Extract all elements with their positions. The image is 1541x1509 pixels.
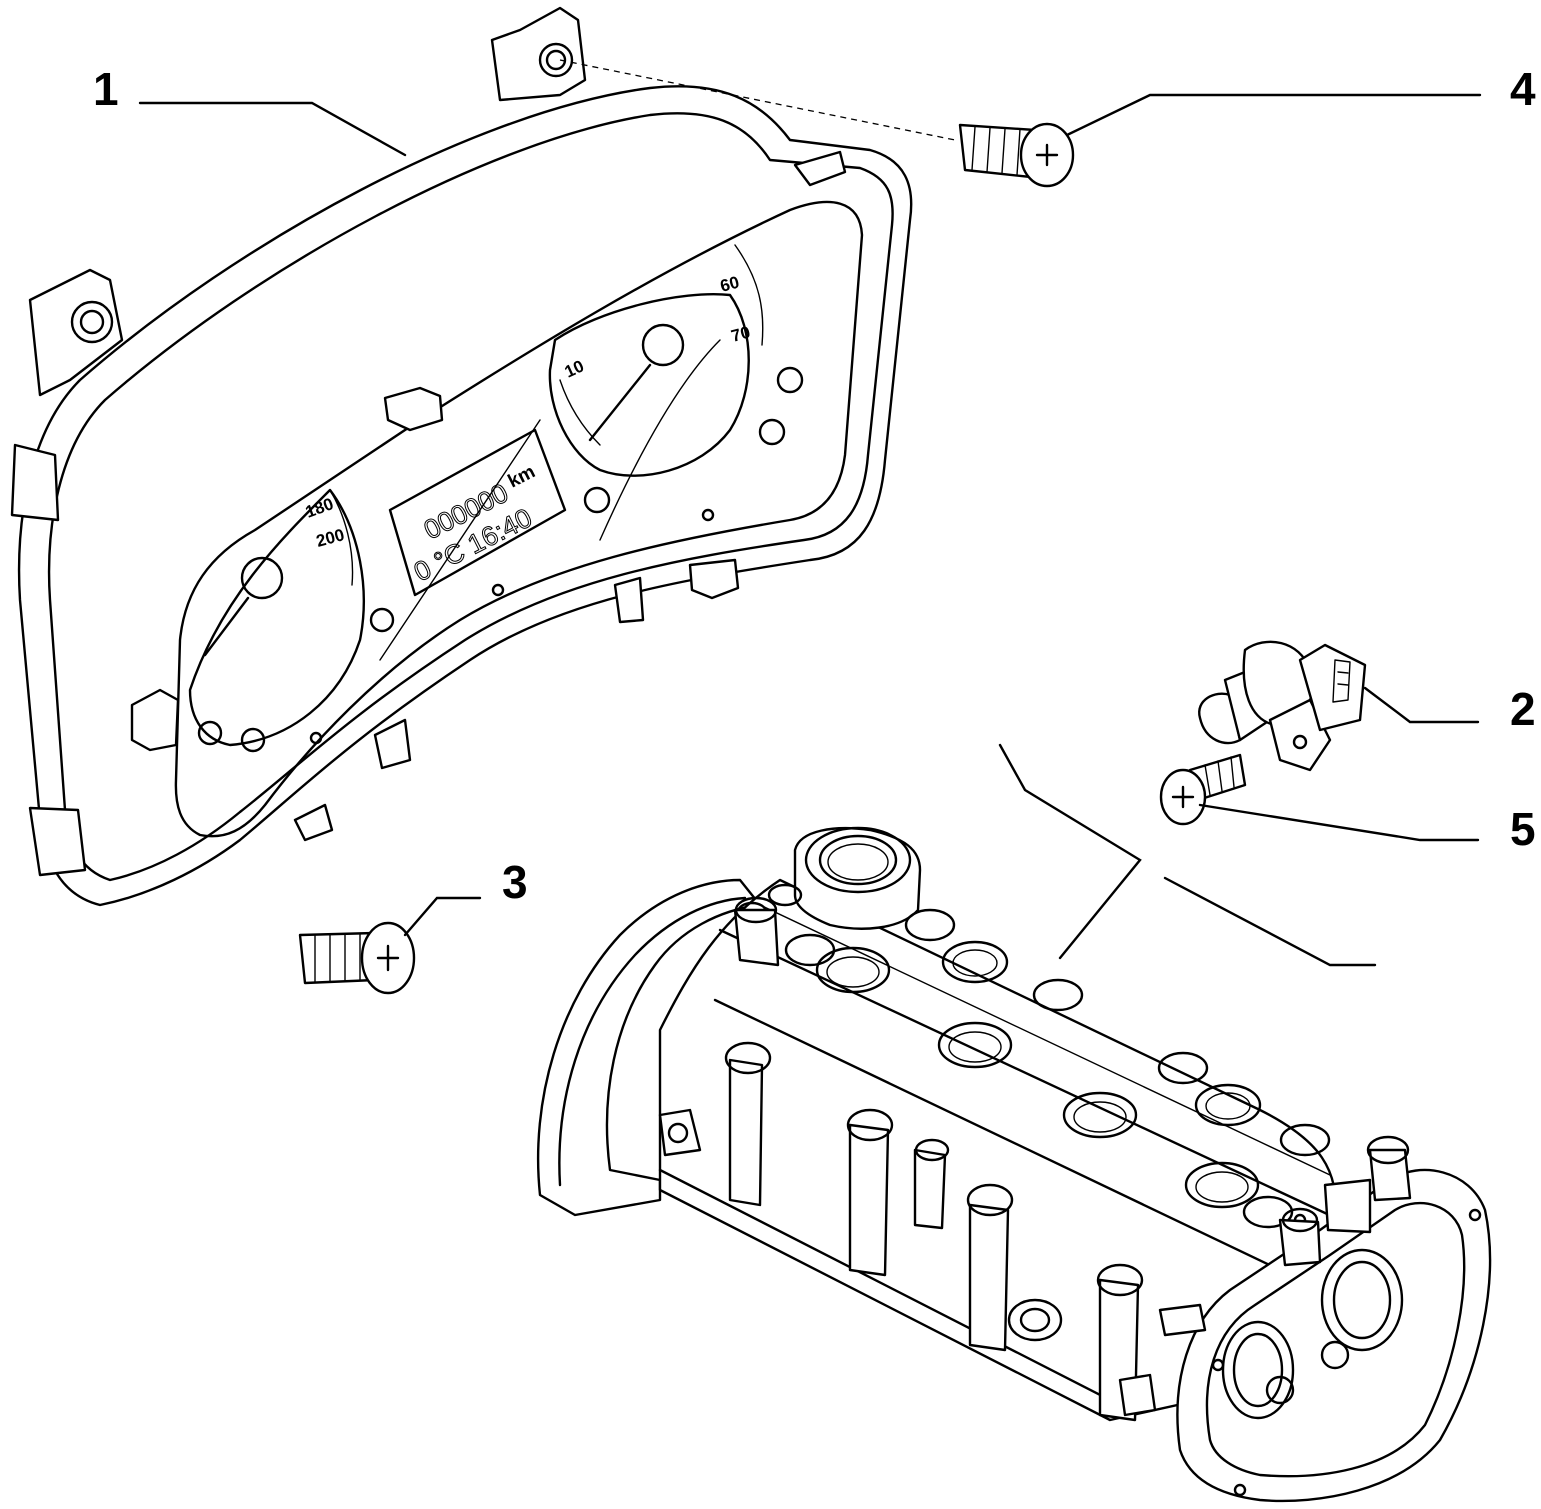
callout-1: 1 [93,63,119,115]
leader-3 [403,896,482,937]
callout-3: 3 [502,856,528,908]
leader-5 [1198,803,1480,842]
leader-1 [138,101,407,157]
right-gauge-tick-70: 70 [729,323,752,346]
callout-2: 2 [1510,683,1536,735]
callout-4: 4 [1510,63,1536,115]
leader-4 [1065,93,1482,137]
sensor-2 [1198,640,1367,772]
screw-3 [298,921,416,995]
leader-group [998,743,1142,960]
instrument-cluster: 180 200 10 60 70 000000 km 0 °C 16:40 [10,6,913,907]
screw-4 [559,59,1075,188]
callout-5: 5 [1510,803,1536,855]
leader-2 [1363,686,1480,724]
screw-5 [1159,753,1247,826]
leader-lines [138,93,1482,967]
manifold-housing [536,826,1492,1503]
leader-group-2 [1163,876,1377,967]
right-gauge-tick-60: 60 [718,273,741,296]
